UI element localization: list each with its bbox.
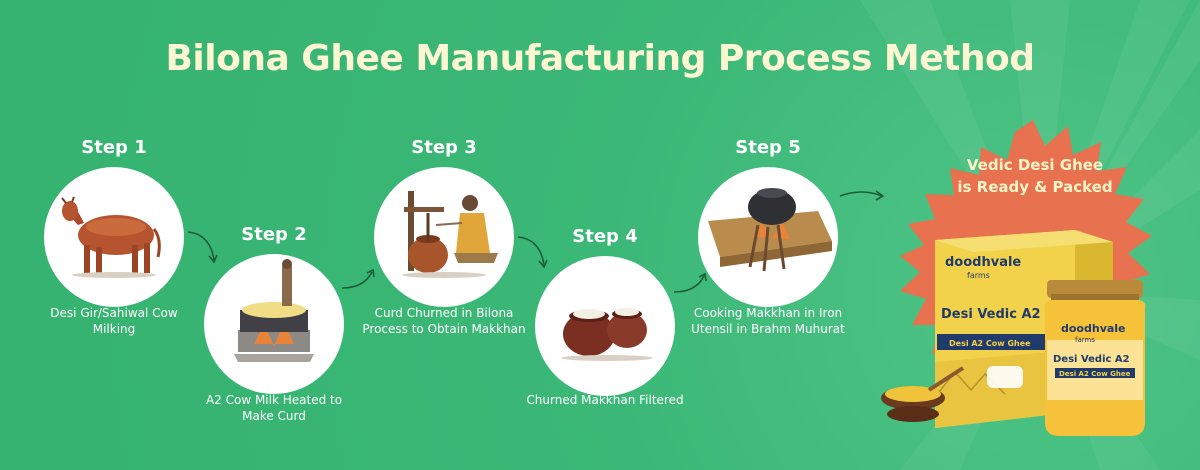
arrow-icon (517, 236, 548, 269)
box-brand-sub: farms (967, 271, 990, 280)
step-5-caption: Cooking Makkhan in Iron Utensil in Brahm… (691, 306, 845, 336)
page-title: Bilona Ghee Manufacturing Process Method (0, 38, 1200, 79)
step-3-caption: Curd Churned in Bilona Process to Obtain… (362, 306, 526, 336)
step-4-circle (535, 256, 675, 396)
step-3-circle (374, 167, 514, 307)
step-2-label: Step 2 (241, 224, 307, 245)
churning-illustration (402, 191, 498, 278)
jar-product-tag: Desi A2 Cow Ghee (1059, 370, 1131, 378)
arrow-icon (839, 190, 885, 201)
step-3-label: Step 3 (411, 137, 477, 158)
jar-product-name: Desi Vedic A2 (1053, 354, 1130, 365)
step-1-label: Step 1 (81, 137, 147, 158)
title-rest: Manufacturing Process Method (415, 38, 1035, 79)
jar-brand: doodhvale (1061, 322, 1126, 335)
cow-illustration (61, 196, 161, 278)
step-5-circle (698, 167, 838, 307)
result-line-2: is Ready & Packed (957, 178, 1113, 196)
step-1-caption: Desi Gir/Sahiwal Cow Milking (50, 306, 178, 336)
step-4-label: Step 4 (572, 226, 638, 247)
iron-pot-illustration (708, 188, 832, 272)
box-brand: doodhvale (945, 255, 1021, 270)
result-badge-text: Vedic Desi Ghee is Ready & Packed (935, 154, 1135, 198)
makkhan-pots-illustration (561, 308, 653, 361)
box-product-name: Desi Vedic A2 (941, 307, 1041, 322)
ghee-product-pack: doodhvale farms Desi Vedic A2 Desi A2 Co… (881, 230, 1146, 436)
arrow-icon (341, 268, 375, 289)
arrow-icon (673, 272, 707, 293)
step-2-caption: A2 Cow Milk Heated to Make Curd (205, 393, 343, 423)
arrow-icon (187, 231, 218, 264)
box-product-tag: Desi A2 Cow Ghee (949, 339, 1031, 348)
title-bold: Bilona Ghee (165, 38, 404, 79)
step-2-circle (204, 254, 344, 394)
jar-brand-sub: farms (1075, 336, 1095, 344)
cooking-pot-illustration (234, 259, 314, 362)
step-5-label: Step 5 (735, 137, 801, 158)
result-line-1: Vedic Desi Ghee (966, 156, 1104, 174)
step-1-circle (44, 167, 184, 307)
step-4-caption: Churned Makkhan Filtered (526, 393, 684, 407)
